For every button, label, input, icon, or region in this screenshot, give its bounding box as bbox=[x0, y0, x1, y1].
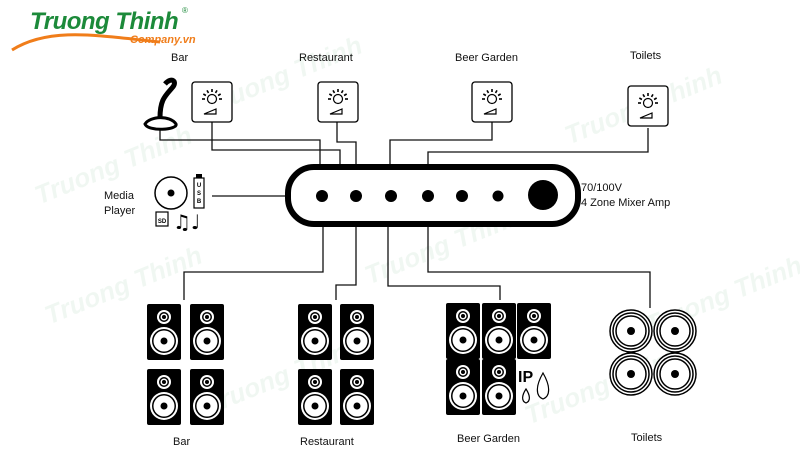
ceiling-speaker-icon bbox=[609, 309, 653, 353]
volume-control-panel bbox=[191, 81, 233, 123]
box-speaker-icon bbox=[147, 369, 181, 425]
amp-volume-knob bbox=[528, 180, 558, 210]
music-notes-icon: ♫♩ bbox=[173, 210, 200, 234]
ceiling-speaker-icon bbox=[653, 309, 697, 353]
box-speaker-icon bbox=[340, 304, 374, 360]
amp-knob bbox=[350, 190, 362, 202]
wire-bar-panel bbox=[211, 122, 341, 168]
wire-beer-garden-panel bbox=[389, 122, 493, 168]
top-zone-label: Toilets bbox=[630, 50, 662, 62]
bottom-zone-label: Toilets bbox=[631, 432, 663, 444]
brand-logo: Truong Thinh ® Company.vn bbox=[10, 6, 196, 54]
logo-subtitle: Company.vn bbox=[130, 34, 196, 46]
box-speaker-icon bbox=[298, 304, 332, 360]
amp-knob bbox=[422, 190, 434, 202]
media-player-label: Player bbox=[104, 205, 136, 217]
wire-bar-speakers bbox=[183, 225, 324, 300]
volume-control-panel bbox=[317, 81, 359, 123]
svg-text:IP: IP bbox=[518, 369, 533, 386]
bottom-zone-label: Bar bbox=[173, 436, 191, 448]
box-speaker-icon bbox=[446, 303, 480, 359]
bottom-zone-label: Restaurant bbox=[300, 436, 354, 448]
bottom-zone-label: Beer Garden bbox=[457, 433, 520, 445]
box-speaker-icon bbox=[482, 303, 516, 359]
sd-card-icon bbox=[155, 211, 169, 227]
svg-text:U: U bbox=[197, 183, 201, 189]
logo-swoosh-icon bbox=[11, 33, 161, 52]
amp-knob bbox=[492, 190, 504, 202]
wire-toilets-speakers bbox=[427, 225, 651, 308]
svg-text:B: B bbox=[197, 199, 202, 205]
box-speaker-icon bbox=[517, 303, 551, 359]
svg-text:SD: SD bbox=[158, 219, 167, 225]
amp-knob bbox=[316, 190, 328, 202]
box-speaker-icon bbox=[298, 369, 332, 425]
logo-registered-mark: ® bbox=[182, 6, 188, 15]
box-speaker-icon bbox=[147, 304, 181, 360]
box-speaker-icon bbox=[446, 359, 480, 415]
wire-restaurant-speakers bbox=[335, 225, 357, 300]
amp-knob bbox=[456, 190, 468, 202]
volume-control-panel bbox=[471, 81, 513, 123]
wire-toilets-panel bbox=[427, 128, 649, 168]
wire-bar-mic bbox=[159, 130, 321, 168]
amp-knob bbox=[385, 190, 397, 202]
wire-beer-garden-speakers bbox=[387, 225, 501, 300]
box-speaker-icon bbox=[482, 359, 516, 415]
microphone-icon bbox=[143, 77, 178, 131]
top-zone-label: Bar bbox=[171, 52, 189, 64]
top-zone-label: Beer Garden bbox=[455, 52, 518, 64]
box-speaker-icon bbox=[340, 369, 374, 425]
media-player-icons: U S B SD ♫♩ bbox=[154, 174, 205, 234]
amplifier-name: 4 Zone Mixer Amp bbox=[581, 197, 671, 209]
top-zone-label: Restaurant bbox=[299, 52, 353, 64]
amplifier-spec: 70/100V bbox=[581, 182, 622, 194]
volume-control-panel bbox=[627, 85, 669, 127]
logo-brand-text: Truong Thinh bbox=[30, 8, 179, 35]
wire-restaurant-panel bbox=[336, 122, 357, 168]
svg-text:S: S bbox=[197, 191, 201, 197]
ip-rating-icon: IP bbox=[518, 369, 550, 404]
box-speaker-icon bbox=[190, 304, 224, 360]
media-player-label: Media bbox=[104, 190, 134, 202]
ceiling-speaker-icon bbox=[653, 352, 697, 396]
box-speaker-icon bbox=[190, 369, 224, 425]
ceiling-speaker-icon bbox=[609, 352, 653, 396]
